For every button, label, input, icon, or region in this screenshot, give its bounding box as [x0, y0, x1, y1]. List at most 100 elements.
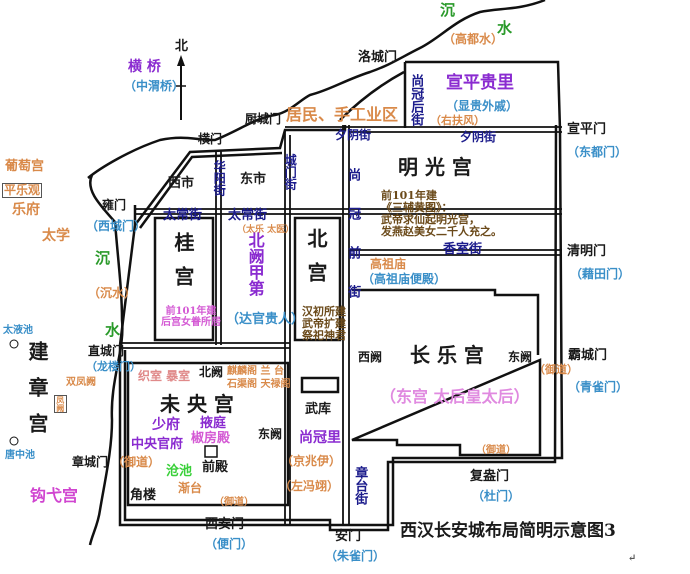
- river-shui-west: 水: [105, 321, 121, 339]
- gaozubiandian: （高祖庙便殿）: [362, 272, 447, 286]
- jiantai: 渐台: [178, 481, 203, 495]
- shaofu: 少府: [152, 417, 180, 433]
- xishi: 西市: [168, 176, 195, 191]
- chuchengmen: 厨城门: [245, 112, 282, 126]
- cangchi: 沧池: [166, 464, 193, 479]
- tangzhong-pool-icon: [9, 436, 19, 446]
- river-north: [87, 0, 546, 179]
- jitianmen: （藉田门）: [570, 267, 631, 281]
- gaodushui: （高都水）: [443, 32, 504, 46]
- north-arrow-icon: [176, 55, 186, 120]
- wuku: 武库: [305, 402, 332, 417]
- yuefu: 乐府: [12, 202, 40, 218]
- jueshui: （沉水）: [88, 286, 137, 300]
- weiyang-palace-wall: [126, 361, 290, 507]
- dumen: （杜门）: [472, 489, 521, 503]
- yudao-fuangmen: （御道）: [476, 445, 516, 456]
- yeting: 掖庭: [200, 416, 227, 431]
- qiandian: 前殿: [202, 460, 229, 475]
- jumin-district: 居民、手工业区: [286, 105, 399, 124]
- zuofengyi: （左冯翊）: [279, 479, 340, 493]
- xianmen: 西安门: [205, 517, 245, 532]
- return-mark-icon: ↵: [628, 553, 637, 564]
- hengqiao: 横 桥: [128, 59, 161, 75]
- changlegong: 长 乐 宫: [410, 343, 484, 367]
- shuangfengque: 双凤阙: [66, 377, 96, 388]
- gaozumiao: 高祖庙: [370, 257, 407, 271]
- zhuquemen: （朱雀门）: [325, 549, 386, 563]
- bianmen: （便门）: [205, 537, 254, 551]
- tangzhongchi: 唐中池: [5, 450, 35, 461]
- jianzhanggong: 建章宫: [25, 341, 49, 449]
- taile-taiyi: （太乐 太医）: [237, 225, 295, 235]
- outer-wall-inner: [123, 124, 558, 532]
- mingguanggong: 明 光 宫: [398, 155, 472, 179]
- donggong: （东宫 太后皇太后）: [380, 387, 530, 406]
- fuangmen: 复盎门: [470, 469, 510, 484]
- hengmen: 横门: [198, 132, 223, 146]
- gui-palace-wall: [153, 216, 215, 342]
- map-title: 西汉长安城布局简明示意图3: [400, 521, 616, 541]
- daguan-guiren: （达官贵人）: [226, 312, 305, 327]
- dongshi: 东市: [240, 172, 267, 187]
- changle-palace-wall: [351, 288, 542, 457]
- zhichengmen: 直城门: [88, 344, 125, 358]
- shangguanli: 尚冠里: [299, 430, 341, 446]
- shangguanqianjie: 尚冠前街: [345, 168, 361, 324]
- dongdumen: （东都门）: [567, 145, 628, 159]
- guigong-note: 前101年建 后宫女眷所居: [161, 306, 221, 328]
- xuanpingguili: 宣平贵里: [446, 73, 514, 93]
- beigong-note: 汉初所建 武帝扩建 祭祀神君: [302, 305, 346, 343]
- mingguang-note: 前101年建 《三辅黄图》： 武帝求仙起明光宫， 发燕赵美女二千人充之。: [381, 189, 502, 239]
- armory-box: [300, 376, 340, 394]
- qilinge-lantai: 麒麟阁 兰 台: [227, 366, 284, 377]
- river-label-shui: 水: [497, 19, 513, 37]
- taixue: 太学: [42, 228, 70, 244]
- river-label-jue: 沉: [440, 1, 456, 19]
- beique: 北阙: [199, 365, 224, 379]
- anmen: 安门: [335, 529, 362, 544]
- zhangchengmen: 章城门: [72, 455, 109, 469]
- yudao-zhangchengmen: （御道）: [112, 455, 161, 469]
- yudao-xianmen: （御道）: [214, 497, 254, 508]
- bei-palace-wall: [293, 216, 342, 342]
- dongque-weiyang: 东阙: [258, 427, 283, 441]
- taichangjie-east: 太常街: [228, 208, 268, 223]
- outer-wall: [118, 60, 564, 527]
- taiyechi: 太液池: [3, 325, 33, 336]
- north-label: 北: [175, 39, 189, 54]
- zhishi-baoshi: 织室 暴室: [138, 369, 191, 383]
- fengque: 凤阙: [54, 395, 67, 413]
- taichangjie-west: 太常街: [163, 208, 203, 223]
- zhangtaijie: 章台街: [352, 466, 368, 505]
- pingleguan: 平乐观: [2, 183, 43, 199]
- longloumen: （龙楼门）: [86, 360, 141, 373]
- dongque-changle: 东阙: [508, 350, 533, 364]
- beigong: 北宫: [304, 228, 328, 296]
- jiaofangdian: 椒房殿: [191, 431, 231, 446]
- youfufeng: （右扶风）: [430, 114, 485, 127]
- huayangjie: 华阳街: [212, 160, 227, 196]
- front-hall-box: [204, 445, 218, 458]
- jingzhaoyin: （京兆伊）: [281, 454, 342, 468]
- xiangui: （显贵外戚）: [446, 99, 519, 113]
- chengmenjie: 城门街: [283, 154, 298, 190]
- guigong: 桂宫: [171, 232, 195, 300]
- gouyigong: 钩弋宫: [30, 486, 79, 505]
- jiaolou: 角楼: [130, 488, 157, 503]
- shiquge-tianluge: 石渠阁 天禄阁: [227, 379, 291, 390]
- river-west: [88, 174, 124, 546]
- bachengmen: 霸城门: [568, 348, 608, 363]
- xiyinjie-east: 夕阴街: [460, 130, 497, 144]
- street-lines: [120, 125, 562, 525]
- zhongyangguanfu: 中央官府: [131, 437, 184, 452]
- xichengmen: （西城门）: [86, 219, 147, 233]
- weiyanggong: 未 央 宫: [160, 392, 234, 416]
- yongmen: 雍门: [102, 198, 127, 212]
- luochengmen: 洛城门: [358, 50, 398, 65]
- xique: 西阙: [358, 350, 383, 364]
- xuanpingmen: 宣平门: [567, 122, 607, 137]
- zhongweiqiao: （中渭桥）: [124, 79, 185, 93]
